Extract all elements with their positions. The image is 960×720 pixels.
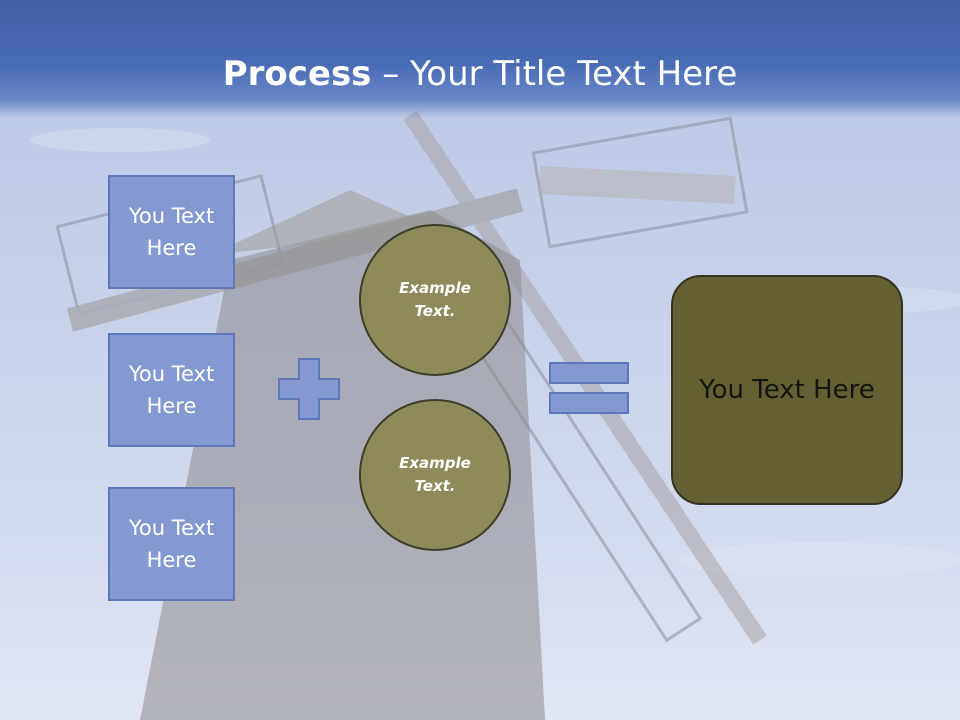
text-box-2[interactable]: You Text Here: [108, 333, 235, 447]
equals-icon: [549, 362, 629, 414]
text-box-2-label: You Text Here: [128, 362, 215, 418]
example-circle-1-label: Example Text.: [399, 279, 471, 320]
example-circle-2-label: Example Text.: [399, 454, 471, 495]
text-box-3-label: You Text Here: [128, 516, 215, 572]
text-box-1[interactable]: You Text Here: [108, 175, 235, 289]
example-circle-1[interactable]: Example Text.: [359, 224, 511, 376]
result-box[interactable]: You Text Here: [671, 275, 903, 505]
result-box-label: You Text Here: [699, 375, 875, 405]
title-bold: Process: [222, 54, 372, 94]
title-rest: – Your Title Text Here: [371, 54, 738, 94]
example-circle-2[interactable]: Example Text.: [359, 399, 511, 551]
plus-icon: [278, 358, 340, 420]
title-bar: [0, 0, 960, 118]
text-box-1-label: You Text Here: [128, 204, 215, 260]
text-box-3[interactable]: You Text Here: [108, 487, 235, 601]
slide-title: Process – Your Title Text Here: [0, 52, 960, 96]
